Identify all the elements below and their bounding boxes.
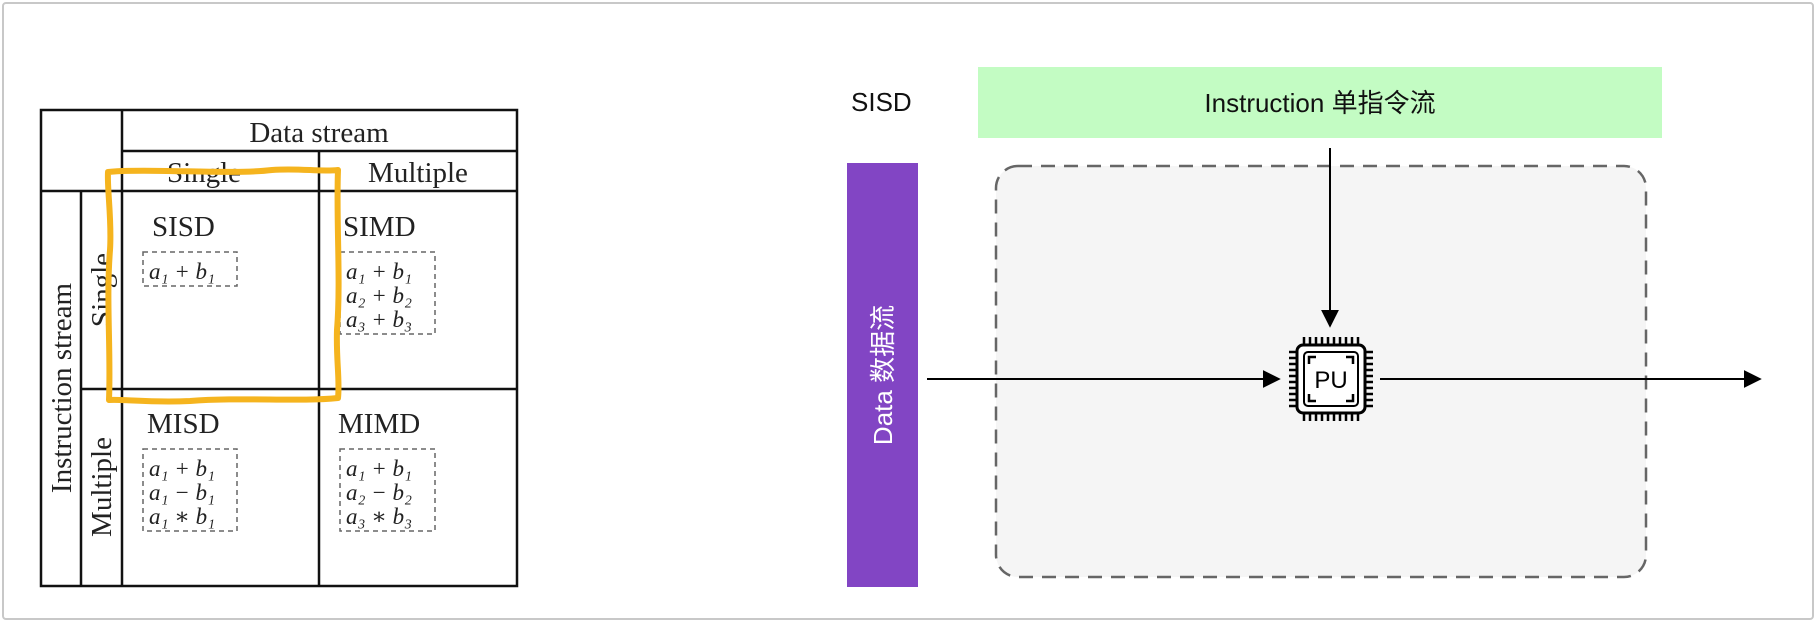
misd-op-3: a₁ ∗ b₁: [149, 504, 215, 529]
misd-cell-label: MISD: [147, 408, 220, 440]
sisd-ops-box: [142, 251, 238, 287]
instruction-stream-header: Instruction stream: [46, 282, 78, 493]
misd-op-2: a₁ − b₁: [149, 480, 215, 505]
simd-ops-box: [339, 251, 436, 335]
instruction-stream-bar: [978, 67, 1662, 138]
processing-unit-chip-icon: PU: [1289, 337, 1373, 421]
data-stream-label: Data 数据流: [868, 305, 898, 445]
row-header-multiple: Multiple: [86, 437, 118, 537]
simd-op-1: a₁ + b₁: [346, 259, 412, 284]
data-stream-header: Data stream: [249, 117, 389, 149]
row-header-single: Single: [86, 253, 118, 327]
col-header-multiple: Multiple: [368, 157, 468, 189]
misd-ops-box: [142, 448, 238, 532]
mimd-op-1: a₁ + b₁: [346, 456, 412, 481]
mimd-cell-label: MIMD: [338, 408, 420, 440]
taxonomy-table: [39, 108, 519, 588]
sisd-diagram: SISD Instruction 单指令流 Data 数据流 PU: [847, 67, 1762, 587]
simd-op-3: a₃ + b₃: [346, 307, 412, 332]
sisd-op-1: a₁ + b₁: [149, 259, 215, 284]
sisd-diagram-title: SISD: [851, 87, 912, 117]
data-stream-bar: [847, 163, 918, 587]
mimd-op-3: a₃ ∗ b₃: [346, 504, 412, 529]
misd-op-1: a₁ + b₁: [149, 456, 215, 481]
table-outer-border: [39, 108, 519, 588]
pu-label: PU: [1314, 367, 1347, 394]
simd-op-2: a₂ + b₂: [346, 283, 412, 308]
sisd-cell-label: SISD: [152, 211, 215, 243]
instruction-stream-label: Instruction 单指令流: [1204, 88, 1435, 118]
simd-cell-label: SIMD: [343, 211, 416, 243]
sisd-highlight-scribble: [104, 166, 342, 405]
mimd-ops-box: [339, 448, 436, 532]
mimd-op-2: a₂ − b₂: [346, 480, 412, 505]
